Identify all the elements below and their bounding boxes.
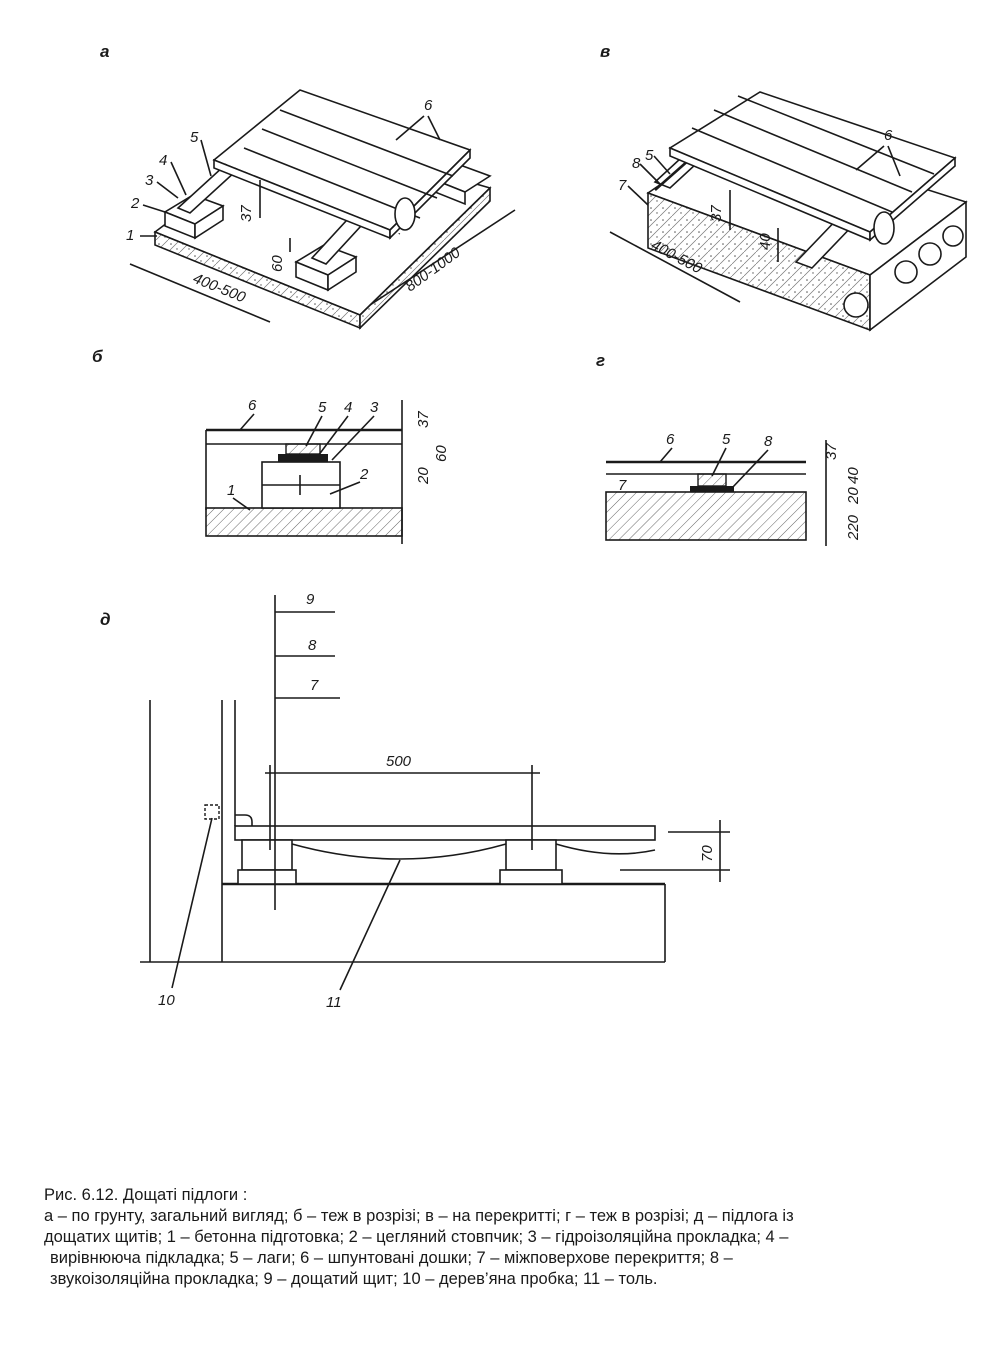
panel-a-drawing: а xyxy=(100,42,516,330)
panel-v-drawing: в 8 5 7 6 37 40 xyxy=(600,42,968,332)
dim-b-60: 60 xyxy=(433,445,450,462)
wood-plug-d xyxy=(204,804,220,820)
dim-b-20: 20 xyxy=(415,467,432,485)
callout-g-7: 7 xyxy=(618,477,627,494)
callout-g-5: 5 xyxy=(722,431,731,448)
panel-label-a: а xyxy=(100,42,109,61)
concrete-base-side xyxy=(359,186,491,330)
dim-g-40: 40 xyxy=(845,467,862,484)
panel-b-drawing: б 6 5 4 3 2 1 37 60 20 xyxy=(92,347,450,544)
callout-a-5: 5 xyxy=(190,129,199,146)
callout-d-8: 8 xyxy=(308,637,317,654)
lag-section-b xyxy=(285,443,321,455)
callout-a-2: 2 xyxy=(130,195,140,212)
dim-g-37: 37 xyxy=(823,443,840,460)
panel-g-drawing: г 6 5 8 7 37 40 20 220 xyxy=(596,351,862,546)
panel-label-d: д xyxy=(100,610,111,629)
floor-slab-side xyxy=(869,200,967,332)
panel-d-drawing: д 9 8 7 500 xyxy=(100,591,730,1011)
dim-d-70: 70 xyxy=(699,845,716,862)
board-panel-d xyxy=(234,825,656,841)
callout-d-7: 7 xyxy=(310,677,319,694)
callout-b-4: 4 xyxy=(344,399,352,416)
ground-concrete-section xyxy=(205,507,403,537)
panel-label-g: г xyxy=(596,351,605,370)
board-section-cut-v xyxy=(873,211,895,245)
callout-a-6: 6 xyxy=(424,97,433,114)
callout-b-2: 2 xyxy=(359,466,369,483)
lag-d-left xyxy=(241,839,293,871)
dim-g-220: 220 xyxy=(845,514,862,541)
dim-a-lag: 60 xyxy=(269,255,286,272)
panel-label-b: б xyxy=(92,347,103,366)
slab-hollow-cores xyxy=(843,225,964,318)
dim-g-20: 20 xyxy=(845,487,862,505)
callout-v-5: 5 xyxy=(645,147,654,164)
board-joints xyxy=(224,109,454,235)
callout-d-9: 9 xyxy=(306,591,315,608)
callout-g-8: 8 xyxy=(764,433,773,450)
board-section-cut xyxy=(394,197,416,231)
caption-line-2: а – по грунту, загальний вигляд; б – теж… xyxy=(44,1207,794,1225)
callout-g-6: 6 xyxy=(666,431,675,448)
sound-strip-section xyxy=(690,486,734,492)
callout-v-6: 6 xyxy=(884,127,893,144)
waterproof-strip-section xyxy=(278,454,328,462)
caption-line-3: дощатих щитів; 1 – бетонна підготовка; 2… xyxy=(44,1228,789,1246)
callout-a-3: 3 xyxy=(145,172,154,189)
caption-title: Рис. 6.12. Дощаті підлоги : xyxy=(44,1186,248,1204)
lag-d-right xyxy=(505,839,557,871)
floor-slab-section xyxy=(605,491,807,541)
dim-d-500: 500 xyxy=(386,753,412,770)
callout-v-7: 7 xyxy=(618,177,627,194)
callout-d-11: 11 xyxy=(326,994,342,1011)
caption-line-4: вирівнююча підкладка; 5 – лаги; 6 – шпун… xyxy=(50,1249,733,1267)
callout-b-3: 3 xyxy=(370,399,379,416)
dim-a-board: 37 xyxy=(238,205,255,222)
callout-a-1: 1 xyxy=(126,227,134,244)
callout-d-10: 10 xyxy=(158,992,175,1009)
dim-b-37: 37 xyxy=(415,411,432,428)
callout-b-6: 6 xyxy=(248,397,257,414)
callout-v-8: 8 xyxy=(632,155,641,172)
caption-line-5: звукоізоляційна прокладка; 9 – дощатий щ… xyxy=(50,1270,658,1288)
dim-v-board: 37 xyxy=(708,205,725,222)
figure-caption: Рис. 6.12. Дощаті підлоги : а – по грунт… xyxy=(44,1185,984,1290)
board-joints-v xyxy=(691,95,935,213)
callout-b-1: 1 xyxy=(227,482,235,499)
callout-b-5: 5 xyxy=(318,399,327,416)
dim-v-lag: 40 xyxy=(757,233,774,250)
floor-construction-figure: а xyxy=(92,42,968,1011)
panel-label-v: в xyxy=(600,42,610,61)
callout-a-4: 4 xyxy=(159,152,167,169)
tar-paper-d xyxy=(291,843,507,860)
